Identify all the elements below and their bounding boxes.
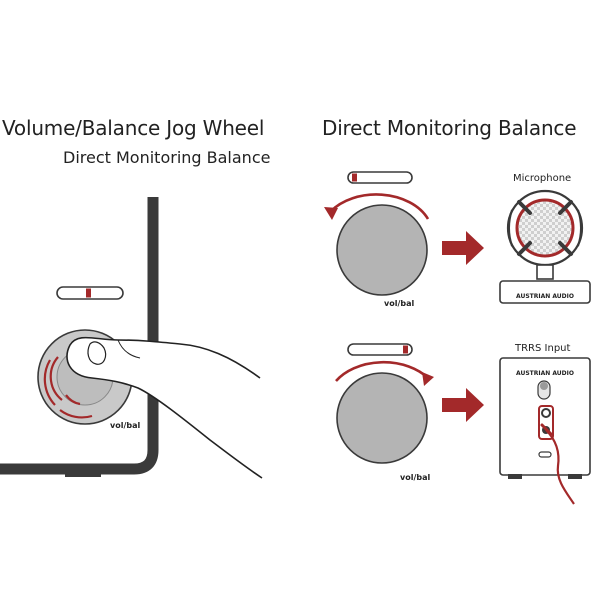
- bottom-target-label: TRRS Input: [514, 343, 571, 354]
- top-row: vol/bal Microphone AUSTRIAN AUDIO: [324, 171, 591, 308]
- trrs-plug: [540, 423, 553, 436]
- bottom-direction-arrow: [442, 388, 484, 422]
- balance-indicator-marker: [86, 288, 91, 298]
- top-direction-arrow: [442, 231, 484, 265]
- top-rotation-arrowhead: [324, 207, 338, 220]
- left-device: vol/bal: [0, 197, 159, 477]
- rotation-mark: [65, 394, 81, 406]
- usb-port-icon: [538, 451, 552, 458]
- top-balance-indicator-marker: [352, 173, 357, 182]
- trrs-cable: [545, 429, 575, 505]
- microphone-icon: AUSTRIAN AUDIO: [499, 189, 591, 304]
- finger-crease: [117, 339, 141, 359]
- finger: [66, 336, 263, 479]
- top-brand-label: AUSTRIAN AUDIO: [516, 293, 574, 300]
- bottom-rotation-arrowhead: [422, 372, 434, 386]
- top-balance-indicator: [347, 171, 413, 184]
- left-knob-label: vol/bal: [110, 421, 141, 430]
- bottom-balance-indicator-marker: [403, 345, 408, 354]
- top-knob-label: vol/bal: [384, 299, 415, 308]
- hand-illustration: [66, 336, 263, 479]
- right-panel-title: Direct Monitoring Balance: [322, 116, 577, 140]
- rotation-mark: [49, 356, 63, 401]
- rotation-mark: [43, 359, 56, 406]
- bottom-knob[interactable]: [336, 372, 428, 464]
- bottom-brand-label: AUSTRIAN AUDIO: [516, 370, 574, 377]
- bottom-rotation-arrow: [335, 360, 429, 382]
- device-edge: [0, 197, 159, 475]
- top-rotation-arrow: [329, 193, 430, 220]
- bottom-balance-indicator: [347, 343, 413, 356]
- bottom-row: vol/bal TRRS Input AUSTRIAN AUDIO: [335, 343, 591, 505]
- left-panel-subtitle: Direct Monitoring Balance: [63, 148, 271, 167]
- headphone-jack-icon: [541, 408, 551, 418]
- rotation-mark: [59, 409, 93, 419]
- gain-switch-knob: [540, 382, 548, 390]
- top-knob[interactable]: [336, 204, 428, 296]
- device-foot: [65, 471, 101, 477]
- left-panel-title: Volume/Balance Jog Wheel: [2, 116, 265, 140]
- fingernail: [87, 341, 107, 365]
- trrs-device-icon: AUSTRIAN AUDIO: [499, 357, 591, 505]
- bottom-knob-label: vol/bal: [400, 473, 431, 482]
- top-target-label: Microphone: [513, 173, 571, 184]
